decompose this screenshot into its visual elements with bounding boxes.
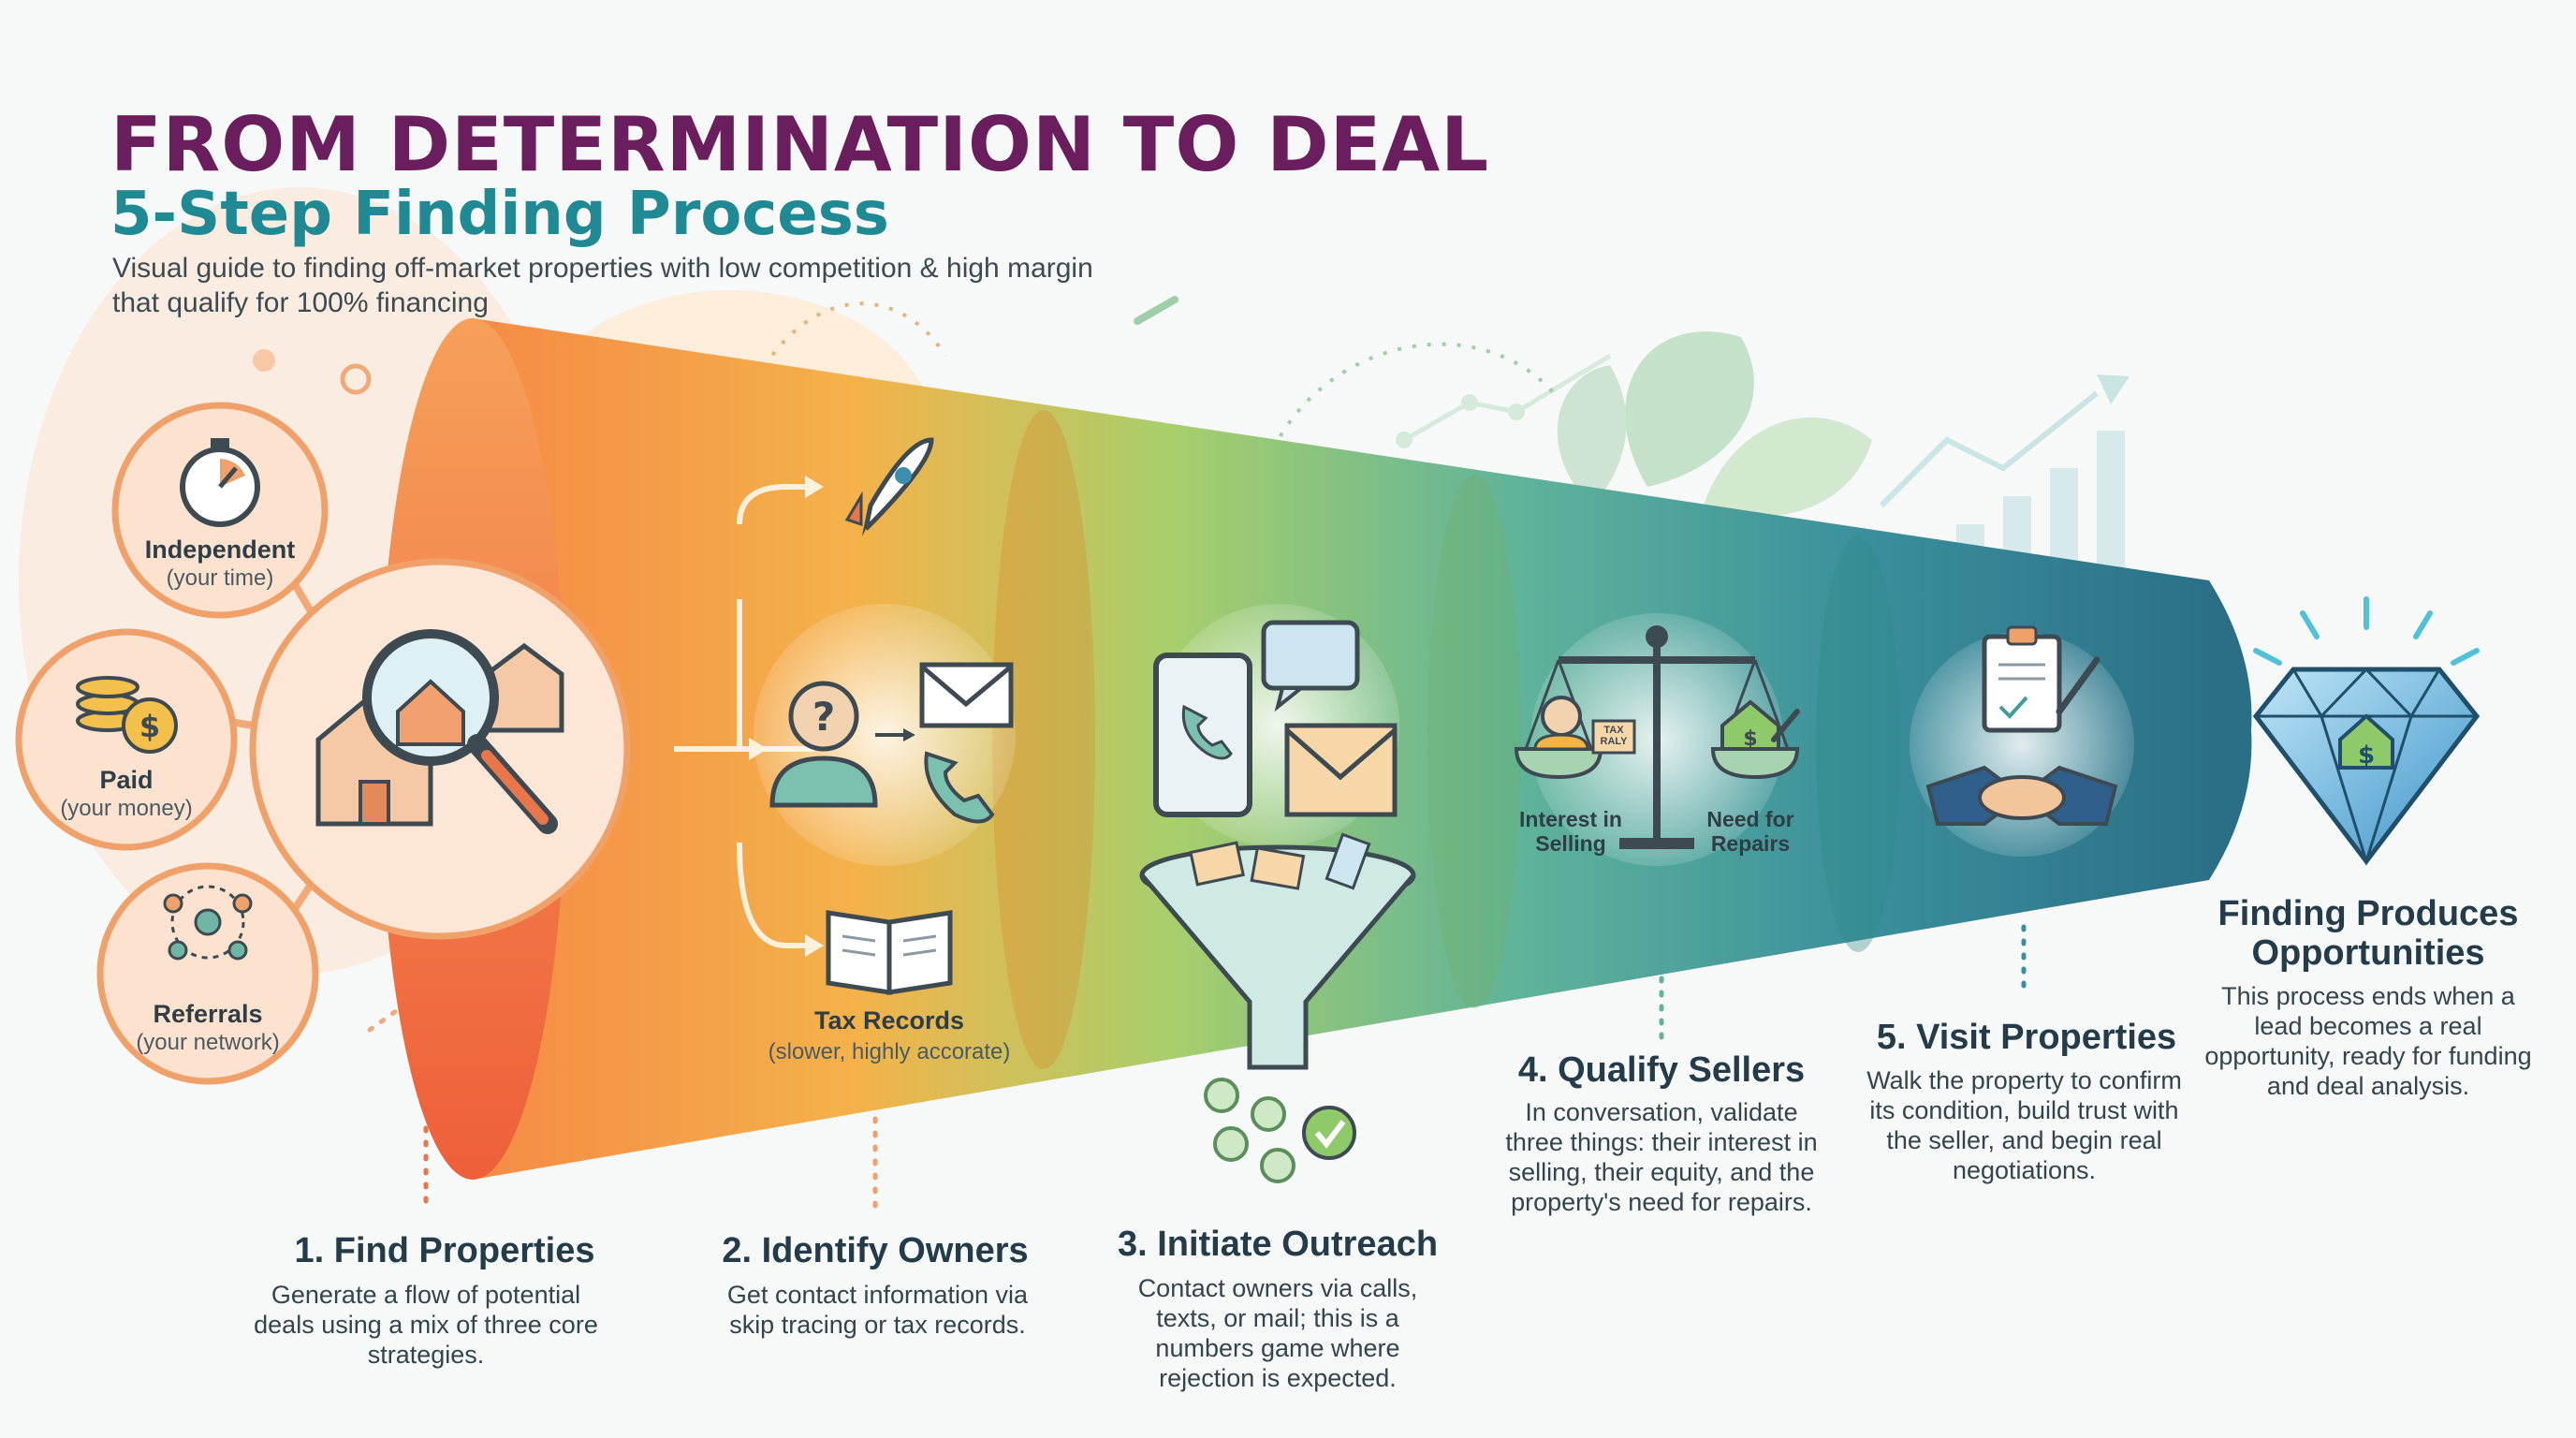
dotted-arc: [747, 301, 947, 394]
scale-label-interest: Interest in Selling: [1519, 807, 1622, 856]
step-1-title: 1. Find Properties: [294, 1231, 595, 1270]
funnel-rings: [992, 410, 1900, 1069]
step-2-body: Get contact information via skip tracing…: [726, 1281, 1029, 1339]
unknown-person-icon: ?: [769, 681, 878, 808]
outcome-body: This process ends when a lead becomes a …: [2204, 982, 2532, 1100]
strategy-sub-paid: (your money): [60, 796, 193, 821]
page-description: Visual guide to finding off-market prope…: [112, 253, 1093, 318]
tax-sign-icon: [1591, 719, 1636, 755]
handshake-icon: [1925, 765, 2118, 826]
strategy-label-paid: Paid: [99, 766, 154, 794]
step-4-title: 4. Qualify Sellers: [1517, 1050, 1806, 1090]
chat-bubble-icon: [1261, 620, 1360, 712]
step-1-body: Generate a flow of potential deals using…: [254, 1281, 598, 1369]
sorting-funnel-icon: [1139, 832, 1416, 1070]
decor-dash: [1134, 296, 1178, 325]
rocket-icon: [844, 437, 934, 548]
house-repair-icon: $: [1720, 699, 1800, 751]
qualify-sellers-illustration: $: [1514, 613, 1800, 866]
diamond-icon: $: [2252, 596, 2481, 867]
strategy-sub-independent: (your time): [166, 565, 274, 591]
strategy-bubbles: $: [15, 402, 341, 1085]
svg-text:$: $: [139, 709, 160, 744]
strategy-bubble-referrals: [96, 862, 319, 1085]
find-properties-illustration: [249, 558, 631, 940]
page-title: FROM DETERMINATION TO DEAL: [110, 101, 1490, 188]
svg-text:$: $: [2358, 741, 2375, 770]
tax-records-label: Tax Records: [813, 1006, 965, 1034]
initiate-outreach-illustration: [1139, 604, 1416, 1183]
step-5-body: Walk the property to confirm its conditi…: [1866, 1066, 2182, 1184]
strategy-label-independent: Independent: [144, 536, 296, 564]
funnel-tip: [2209, 580, 2252, 880]
mail-icon: [1284, 723, 1398, 817]
seller-person-icon: [1533, 696, 1589, 751]
tax-records-sub: (slower, highly accorate): [768, 1039, 1011, 1064]
envelope-icon: [919, 662, 1014, 728]
leaf-decoration: [1557, 331, 1872, 517]
step-2-title: 2. Identify Owners: [722, 1231, 1029, 1270]
rejection-marks-icon: [1204, 1078, 1295, 1183]
svg-text:?: ?: [812, 694, 835, 740]
identify-owners-illustration: ?: [674, 437, 1016, 995]
step-4-body: In conversation, validate three things: …: [1505, 1098, 1818, 1216]
book-icon: [826, 910, 953, 995]
strategy-label-referrals: Referrals: [153, 1000, 263, 1028]
checkmark-icon: [1302, 1106, 1356, 1160]
magnifier-icon: [362, 629, 558, 834]
decor-dot: [253, 349, 275, 372]
strategy-sub-referrals: (your network): [136, 1030, 280, 1055]
step-5-title: 5. Visit Properties: [1876, 1018, 2177, 1057]
visit-properties-illustration: [1910, 625, 2134, 857]
network-icon: [163, 885, 253, 961]
step-3-body: Contact owners via calls, texts, or mail…: [1137, 1274, 1418, 1392]
page-subtitle: 5-Step Finding Process: [110, 180, 889, 249]
smartphone-icon: [1153, 653, 1252, 817]
stopwatch-icon: [180, 438, 260, 527]
clipboard-icon: [1982, 625, 2100, 733]
phone-icon: [924, 751, 995, 824]
svg-text:$: $: [1743, 727, 1757, 751]
decor-dot: [340, 363, 372, 395]
coins-icon: $: [76, 676, 178, 754]
tax-sign-text: TAX RALY: [1600, 725, 1628, 747]
scale-label-repairs: Need for Repairs: [1706, 807, 1794, 856]
outcome-title: Finding Produces Opportunities: [2217, 894, 2519, 973]
decor-dash: [367, 1004, 405, 1033]
step-3-title: 3. Initiate Outreach: [1117, 1225, 1439, 1264]
